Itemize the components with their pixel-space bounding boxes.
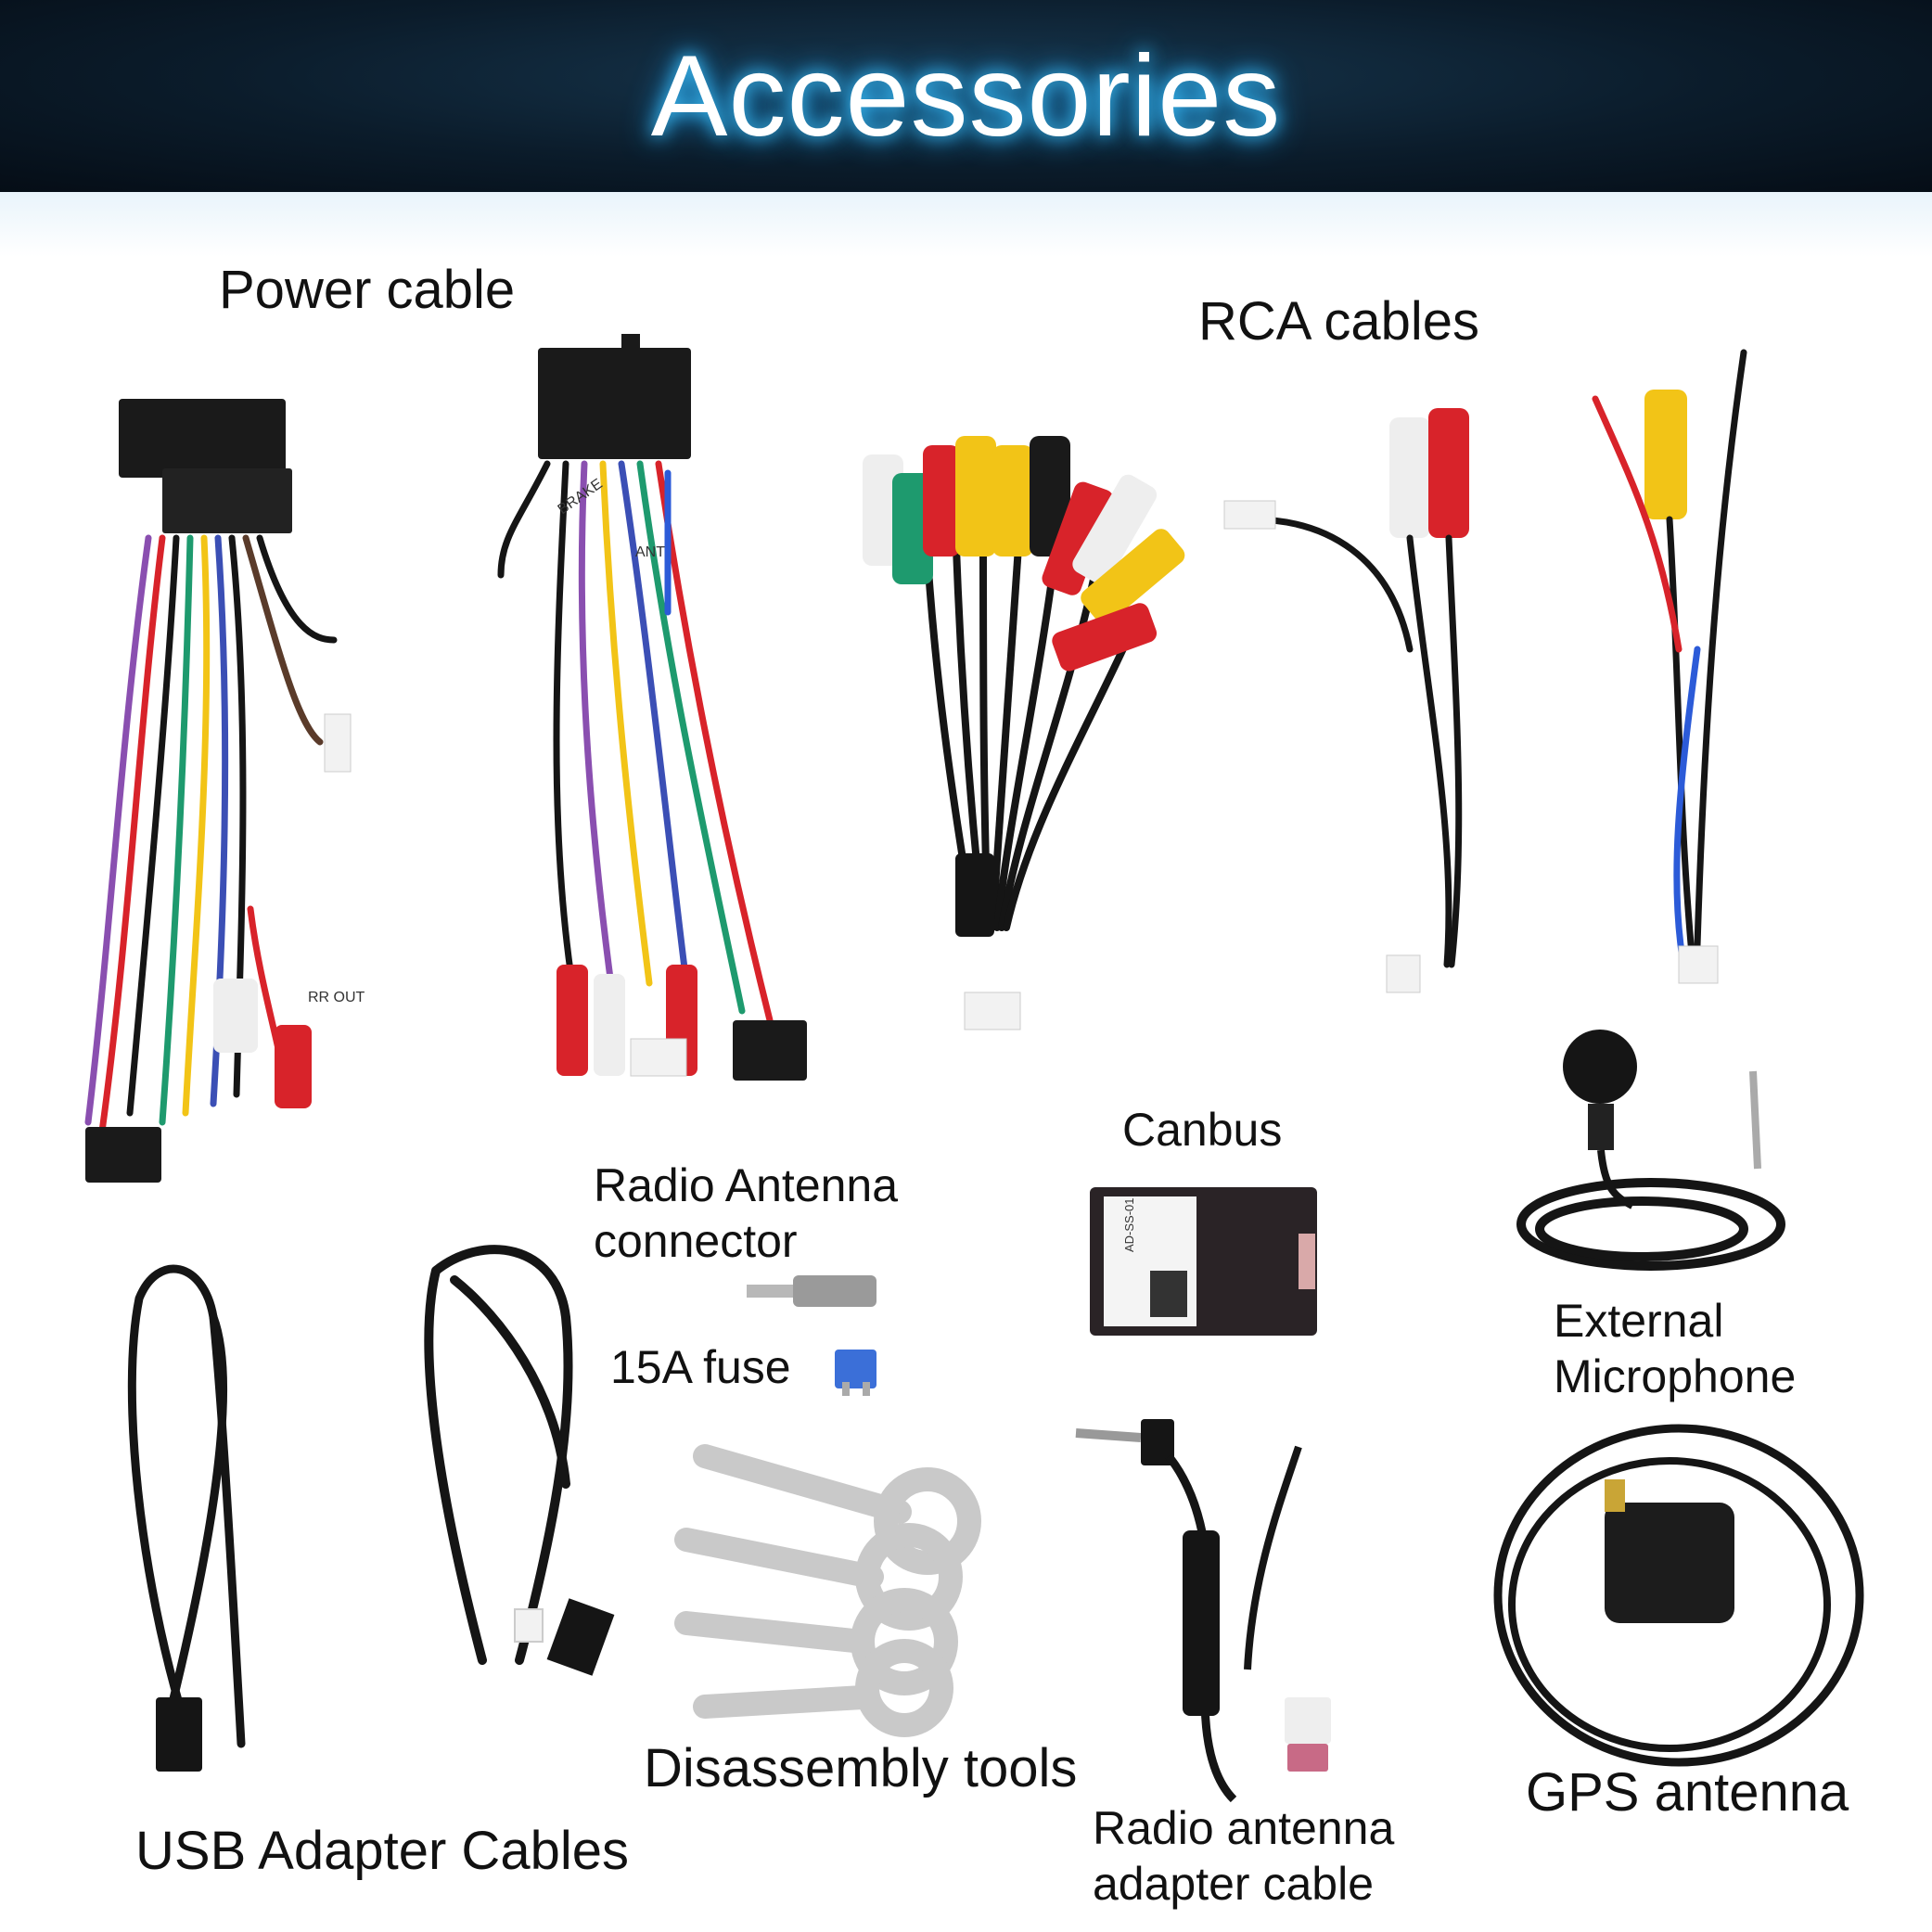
tag-ant: ANT (635, 544, 665, 560)
label-canbus: Canbus (1122, 1104, 1283, 1156)
header-glow (0, 192, 1932, 257)
canbus-model-text: AD-SS-01 (1122, 1197, 1136, 1252)
label-fuse: 15A fuse (610, 1341, 791, 1393)
label-external-microphone-1: External (1554, 1295, 1724, 1347)
fuse-15a (835, 1350, 876, 1396)
header-banner: Accessories (0, 0, 1932, 192)
rca-cable-camera (1592, 349, 1747, 984)
rca-fan-cable (863, 436, 1185, 1030)
page-title: Accessories (650, 32, 1282, 160)
label-radio-antenna-connector-2: connector (594, 1215, 798, 1267)
power-cable-harness: RR OUT (84, 399, 365, 1183)
label-external-microphone-2: Microphone (1554, 1350, 1797, 1402)
power-cable-harness-2: BRAKE ANT (497, 334, 807, 1081)
tag-rr-out: RR OUT (308, 990, 365, 1005)
rca-cable-white-red (1223, 408, 1469, 993)
label-radio-antenna-adapter-1: Radio antenna (1093, 1802, 1395, 1854)
disassembly-tools (674, 1444, 981, 1737)
label-radio-antenna-connector-1: Radio Antenna (594, 1159, 899, 1211)
label-radio-antenna-adapter-2: adapter cable (1093, 1858, 1375, 1910)
external-microphone (1516, 1030, 1785, 1271)
radio-antenna-connector (747, 1275, 876, 1307)
usb-adapter-cable-1 (127, 1264, 246, 1772)
usb-adapter-cable-2 (424, 1245, 615, 1676)
label-power-cable: Power cable (219, 260, 516, 320)
gps-antenna (1493, 1424, 1864, 1767)
label-disassembly-tools: Disassembly tools (644, 1738, 1078, 1798)
canbus-box: AD-SS-01 (1090, 1187, 1317, 1336)
radio-antenna-adapter-cable (1075, 1419, 1331, 1803)
label-gps-antenna: GPS antenna (1526, 1762, 1849, 1823)
label-usb-adapter-cables: USB Adapter Cables (135, 1821, 629, 1881)
label-rca-cables: RCA cables (1198, 291, 1480, 352)
